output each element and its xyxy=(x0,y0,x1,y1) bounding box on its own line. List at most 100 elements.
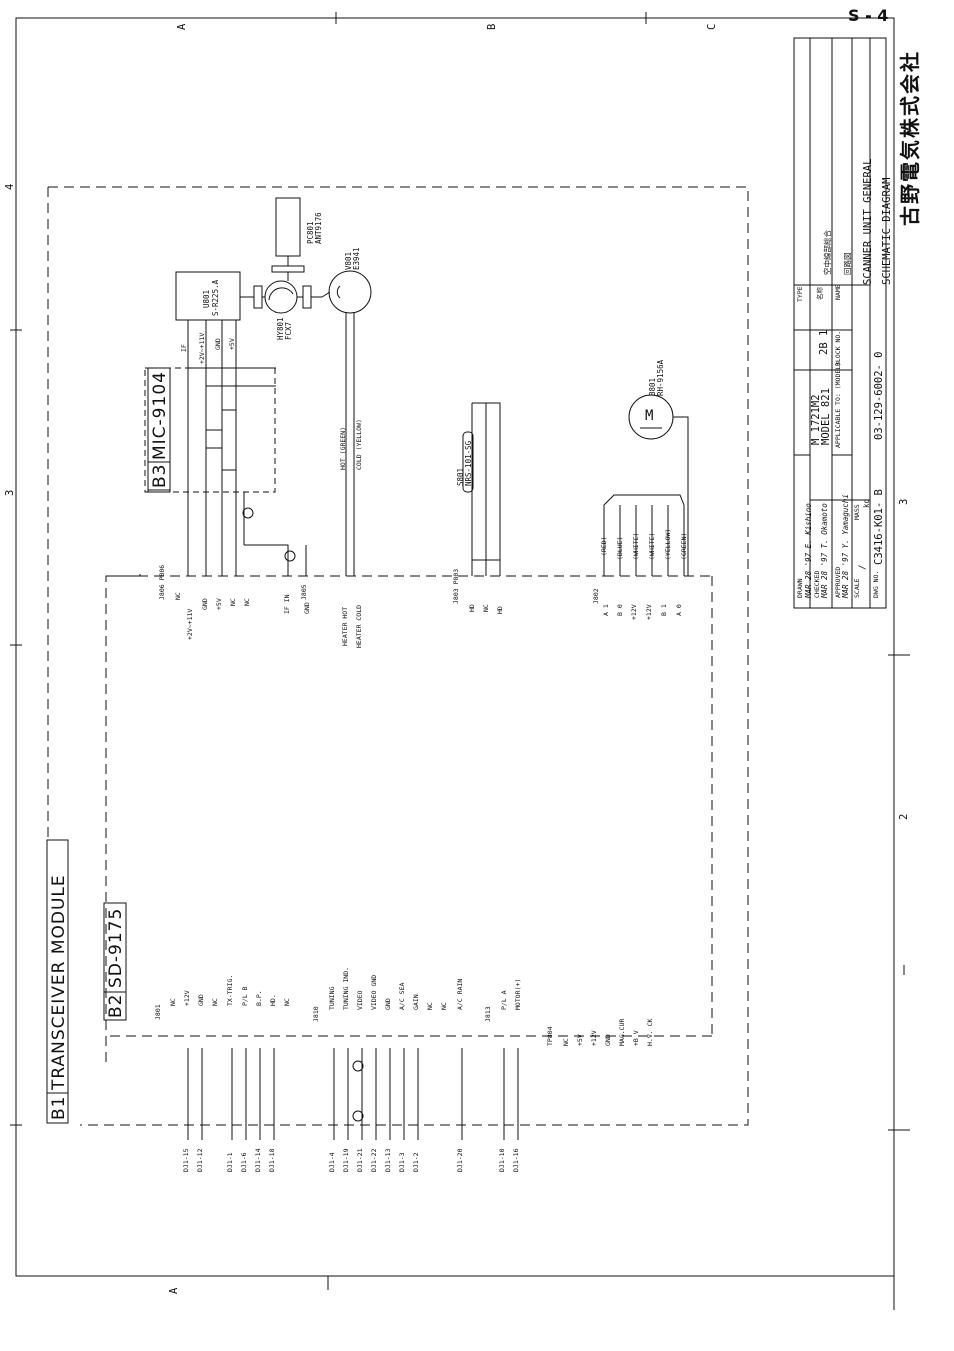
tb-name-label-jp: 名称 xyxy=(816,287,824,300)
j801-pin-9: NC xyxy=(283,998,291,1006)
j813-name: J813 xyxy=(484,1006,492,1022)
tp804-pin-7: H.V. CK xyxy=(646,1018,654,1046)
tb-applicable-label: APPLICABLE TO: (MODEL) xyxy=(834,361,842,448)
b1-name: TRANSCEIVER MODULE xyxy=(49,874,69,1090)
j805-heater-cold: HEATER COLD xyxy=(355,604,363,648)
motor-symbol: M xyxy=(645,408,654,424)
j810-pin-1: TUNING xyxy=(328,986,336,1010)
j810-pin-10: A/C RAIN xyxy=(456,978,464,1010)
j810-pin-2: TUNING IND. xyxy=(342,966,350,1010)
motor-wire-6: (GREEN) xyxy=(680,532,688,560)
tp804-pin-1: NC xyxy=(562,1038,570,1046)
pc801-box xyxy=(275,197,301,257)
motor-wire-2: (BLUE) xyxy=(616,536,624,560)
j806-pin-2: +2V~+11V xyxy=(186,608,194,640)
j813-ext-2: DJ1-16 xyxy=(512,1148,520,1172)
tb-title-1: SCANNER UNIT GENERAL xyxy=(862,158,874,285)
tb-company: 古野電気株式会社 xyxy=(898,50,922,226)
j805-pin-2: GND xyxy=(303,602,311,614)
u801-ref: U801 xyxy=(202,289,211,308)
zone-number-3-right: 3 xyxy=(898,498,910,505)
j805-name: J805 xyxy=(300,584,308,600)
zone-letter-c: C xyxy=(706,23,718,30)
u801-pin-if: IF xyxy=(180,344,188,352)
j801-ext-2: DJ1-12 xyxy=(196,1148,204,1172)
tp804-pin-2: +5V xyxy=(576,1034,584,1046)
j803-pin-3: HD xyxy=(496,606,504,614)
j806-pin-6: NC xyxy=(243,598,251,606)
pc801-part: ANT9176 xyxy=(314,212,323,244)
b2-name: SD-9175 xyxy=(106,907,126,988)
motor-wire-4: (WHITE) xyxy=(648,532,656,560)
b801-part: RH-9156A xyxy=(656,359,665,396)
b1-id: B1 xyxy=(49,1095,69,1120)
j806-pin-3: GND xyxy=(201,598,209,610)
j810-ext-3: DJ1-21 xyxy=(356,1148,364,1172)
tb-name-value-jp: 空中線部総合 xyxy=(823,230,832,275)
tp804-pin-5: MAG.CUR xyxy=(618,1018,626,1046)
j810-pin-5: GND xyxy=(384,998,392,1010)
tb-scale-label: SCALE xyxy=(853,578,861,598)
j810-ext-5: DJ1-13 xyxy=(384,1148,392,1172)
tb-block-no: 2B 1 xyxy=(818,329,830,355)
v801-tube xyxy=(328,270,372,314)
j810-pin-4: VIDEO GND xyxy=(370,974,378,1010)
j801-ext-6: DJ1-18 xyxy=(268,1148,276,1172)
outer-frame xyxy=(15,17,895,1277)
tb-mass-label: MASS xyxy=(853,504,861,520)
u801-box xyxy=(175,271,241,321)
heater-hot-wire: HOT (GREEN) xyxy=(339,426,347,470)
j802-name: J802 xyxy=(592,588,600,604)
title-block-frame xyxy=(793,37,887,609)
tb-approved-sig: MAR 28 '97 Y. Yamaguchi xyxy=(841,494,850,598)
b3-name: MIC-9104 xyxy=(150,371,170,460)
j801-pin-2: +12V xyxy=(183,990,191,1006)
j801-ext-5: DJ1-14 xyxy=(254,1148,262,1172)
u801-part: S-R225.A xyxy=(211,279,220,316)
j810-ext-6: DJ1-3 xyxy=(398,1152,406,1172)
zone-number-2-right: 2 xyxy=(898,813,910,820)
b3-id: B3 xyxy=(150,463,170,488)
j810-pin-8: NC xyxy=(426,1002,434,1010)
b1-label-box xyxy=(46,839,69,1124)
tb-dwg-no: C3416-K01- B xyxy=(873,489,885,565)
j813-ext-1: DJ1-10 xyxy=(498,1148,506,1172)
j810-pin-7: GAIN xyxy=(412,994,420,1010)
tp804-name: TP804 xyxy=(546,1026,554,1046)
tb-scale-value: / xyxy=(858,564,868,570)
j805-heater-hot: HEATER HOT xyxy=(341,606,349,646)
j810-ext-2: DJ1-19 xyxy=(342,1148,350,1172)
zone-letter-a-bottom: A xyxy=(168,1287,180,1294)
j801-ext-1: DJ1-15 xyxy=(182,1148,190,1172)
tb-dwg-no-label: DWG NO. xyxy=(872,570,880,598)
tb-name-jp2: 回路図 xyxy=(843,252,852,276)
j801-pin-7: B.P. xyxy=(255,990,263,1006)
j801-pin-3: GND xyxy=(197,994,205,1006)
b3-label-box xyxy=(147,367,171,493)
j801-ext-4: DJ1-6 xyxy=(240,1152,248,1172)
tb-model-line2: MODEL 821 xyxy=(820,388,832,445)
scanner-unit-boundary xyxy=(48,186,749,1126)
tb-doc-no: 03-129-6002- 0 xyxy=(873,351,885,440)
motor-wire-1: (RED) xyxy=(600,536,608,556)
j801-pin-4: NC xyxy=(211,998,219,1006)
j801-pin-1: NC xyxy=(169,998,177,1006)
j801-name: J801 xyxy=(154,1004,162,1020)
j813-pin-1: P/L A xyxy=(500,990,508,1010)
tp804-pin-3: +12V xyxy=(590,1030,598,1046)
tb-name-label: NAME xyxy=(834,284,842,300)
j810-ext-8: DJ1-20 xyxy=(456,1148,464,1172)
j802-pin-5: B 1 xyxy=(660,604,668,616)
tb-title-2: SCHEMATIC DIAGRAM xyxy=(881,177,893,285)
heater-cold-wire: COLD (YELLOW) xyxy=(355,419,363,470)
j802-pin-3: +12V xyxy=(630,604,638,620)
j806-pin-1: NC xyxy=(174,592,182,600)
v801-part: E3941 xyxy=(352,247,361,270)
b2-label-box xyxy=(103,902,127,1021)
j806-name: J806 P806 xyxy=(158,564,166,600)
zone-letter-b: B xyxy=(486,23,498,30)
u801-pin-5v: +5V xyxy=(228,338,236,350)
u801-pin-vcc: +2V~+11V xyxy=(198,332,206,364)
